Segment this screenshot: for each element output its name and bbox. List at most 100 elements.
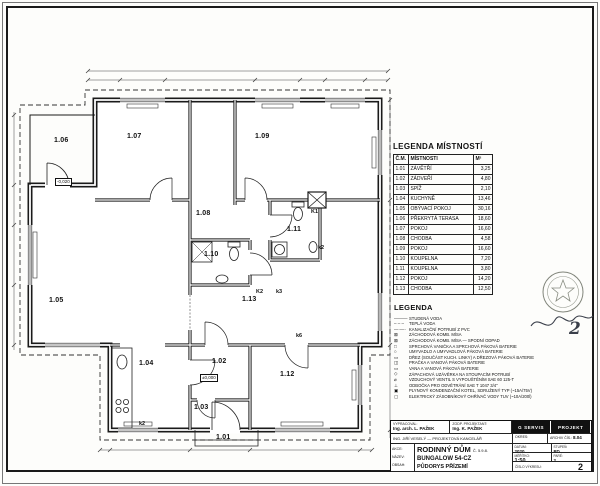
room-area: 3,25 bbox=[473, 164, 493, 175]
room-number-label: 1.10 bbox=[204, 251, 219, 258]
drafted-by-label: VYPRACOVAL: bbox=[393, 422, 418, 426]
interior-walls bbox=[95, 100, 380, 430]
room-number-label: 1.03 bbox=[194, 404, 209, 411]
room-legend: LEGENDA MÍSTNOSTÍ Č.M. MÍSTNOSTI M² 1.01… bbox=[393, 142, 494, 295]
room-number-label: 1.08 bbox=[196, 210, 211, 217]
archive-number-cell: ARCHIV ČÍS.: 8.04 bbox=[548, 434, 591, 443]
legend-symbol-icon: ▣ bbox=[394, 388, 399, 394]
legend-item: ⌀VZDUCHOVÝ VENTIL S VYPOUŠTĚNÍM SAE 60 1… bbox=[394, 378, 554, 384]
legend-item-text: ZÁCHODOVÁ KOMB. MÍSA bbox=[409, 332, 462, 338]
legend-symbol-icon: ▭ bbox=[394, 365, 399, 371]
windows bbox=[26, 96, 384, 434]
room-num: 1.08 bbox=[393, 234, 409, 245]
legend-item-text: PLYNOVÝ KONDENZAČNÍ KOTEL, SDRUŽENÝ TYP … bbox=[409, 388, 532, 394]
legend-item-text: ZÁCHODOVÁ KOMB. MÍSA — SPODNÍ ODPAD bbox=[409, 338, 500, 344]
room-name: KOUPELNA bbox=[408, 264, 474, 275]
copy-cell: PARÉ:2 bbox=[552, 453, 591, 462]
legend-item: ▭VANA A VANOVÁ PÁKOVÁ BATERIE bbox=[394, 366, 554, 372]
room-name: OBÝVACÍ POKOJ bbox=[408, 204, 474, 215]
symbol-legend: LEGENDA ———STUDENÁ VODA – – –TEPLÁ VODA … bbox=[394, 303, 554, 400]
legend-item: ⊥ODBOČKA PRO ODVĚTRÁNÍ SAE T 1047 3/4" bbox=[394, 383, 554, 389]
legend-symbol-icon: ⊥ bbox=[394, 382, 398, 388]
room-name: SPÍŽ bbox=[408, 184, 474, 195]
room-area: 7,20 bbox=[473, 254, 493, 265]
company-logo: G SERVIS bbox=[511, 421, 552, 433]
room-area: 4,80 bbox=[473, 174, 493, 185]
room-number-label: 1.12 bbox=[280, 371, 295, 378]
room-name: POKOJ bbox=[408, 244, 474, 255]
room-num: 1.04 bbox=[393, 194, 409, 205]
room-number-label: 1.04 bbox=[139, 360, 154, 367]
content-label: OBSAH: bbox=[392, 463, 406, 468]
room-name: KUCHYNĚ bbox=[408, 194, 474, 205]
elevation-label: ±0,000 bbox=[200, 374, 218, 382]
drafted-by-cell: VYPRACOVAL: Ing. arch. L. PAŽEK bbox=[391, 421, 451, 433]
room-num: 1.02 bbox=[393, 174, 409, 185]
room-num: 1.07 bbox=[393, 224, 409, 235]
terrace-edge bbox=[29, 114, 95, 185]
date-cell: DATUM:2020 bbox=[513, 444, 552, 453]
company-logo: PROJEKT bbox=[551, 421, 592, 433]
room-number-label: 1.02 bbox=[212, 358, 227, 365]
drawing-number-cell: ČÍSLO VÝKRESU: 2 bbox=[515, 461, 583, 472]
legend-item: ▭DŘEZ (SOUČÁST KUCH. LINKY) A DŘEZOVÁ PÁ… bbox=[394, 355, 554, 361]
room-name: POKOJ bbox=[408, 274, 474, 285]
fixtures bbox=[111, 201, 318, 429]
legend-item-text: KANALIZAČNÍ POTRUBÍ Z PVC bbox=[409, 326, 470, 332]
room-name: PŘEKRYTÁ TERASA bbox=[408, 214, 474, 225]
room-name: POKOJ bbox=[408, 224, 474, 235]
titleblock-row-labels: AKCE: NÁZEV: OBSAH: bbox=[391, 444, 415, 471]
legend-symbol-icon: ——— bbox=[394, 315, 408, 321]
room-legend-title: LEGENDA MÍSTNOSTÍ bbox=[393, 142, 483, 151]
legend-symbol-icon: ◫ bbox=[394, 360, 399, 366]
legend-item-text: STUDENÁ VODA bbox=[409, 315, 443, 321]
room-name: CHODBA bbox=[408, 284, 474, 295]
scale-cell: MĚŘÍTKO:1:50 bbox=[513, 453, 552, 462]
legend-symbol-icon: ▢ bbox=[394, 393, 399, 399]
legend-item-text: TEPLÁ VODA bbox=[409, 321, 436, 327]
legend-symbol-icon: ⊠ bbox=[394, 337, 398, 343]
room-area: 18,60 bbox=[473, 214, 493, 225]
legend-symbol-icon: – – – bbox=[394, 321, 405, 327]
title-block: VYPRACOVAL: Ing. arch. L. PAŽEK ZODP. PR… bbox=[390, 420, 592, 472]
plan-marker: k2 bbox=[139, 421, 146, 427]
responsible-designer-value: Ing. K. PAŽEK bbox=[452, 426, 483, 431]
room-area: 30,16 bbox=[473, 204, 493, 215]
room-num: 1.05 bbox=[393, 204, 409, 215]
room-num: 1.06 bbox=[393, 214, 409, 225]
legend-item-text: DŘEZ (SOUČÁST KUCH. LINKY) A DŘEZOVÁ PÁK… bbox=[409, 354, 535, 360]
responsible-designer-cell: ZODP. PROJEKTANT: Ing. K. PAŽEK bbox=[450, 421, 512, 433]
room-area: 13,46 bbox=[473, 194, 493, 205]
legend-item: ◫ PRAČKA A VANOVÁ PÁKOVÁ BATERIE bbox=[394, 361, 554, 367]
district-cell: OKRES: bbox=[513, 434, 548, 443]
stage-cell: STUPEŇ:PD bbox=[552, 444, 591, 453]
room-name: ZÁDVEŘÍ bbox=[408, 174, 474, 185]
legend-item: —·—·KANALIZAČNÍ POTRUBÍ Z PVC bbox=[394, 327, 554, 333]
room-number-label: 1.01 bbox=[216, 434, 231, 441]
radiators bbox=[32, 103, 377, 427]
legend-item: □SPRCHOVÁ VANIČKA A SPRCHOVÁ PÁKOVÁ BATE… bbox=[394, 344, 554, 350]
archive-value: 8.04 bbox=[572, 435, 582, 440]
house-type-name: BUNGALOW 54-CZ bbox=[417, 455, 472, 462]
elevation-label: -0,020 bbox=[55, 178, 72, 186]
legend-item: ○UMYVADLO A UMYVADLOVÁ PÁKOVÁ BATERIE bbox=[394, 350, 554, 356]
legend-item-text: PRAČKA A VANOVÁ PÁKOVÁ BATERIE bbox=[409, 360, 485, 366]
room-name: KOUPELNA bbox=[408, 254, 474, 265]
name-label: NÁZEV: bbox=[392, 455, 405, 460]
col-header-name: MÍSTNOSTI bbox=[408, 154, 474, 165]
signature bbox=[530, 315, 594, 327]
room-num: 1.12 bbox=[393, 274, 409, 285]
legend-symbol-icon: ⌀ bbox=[394, 377, 397, 383]
drawing-title: PŮDORYS PŘÍZEMÍ bbox=[417, 463, 468, 470]
legend-item: – – – TEPLÁ VODA bbox=[394, 322, 554, 328]
